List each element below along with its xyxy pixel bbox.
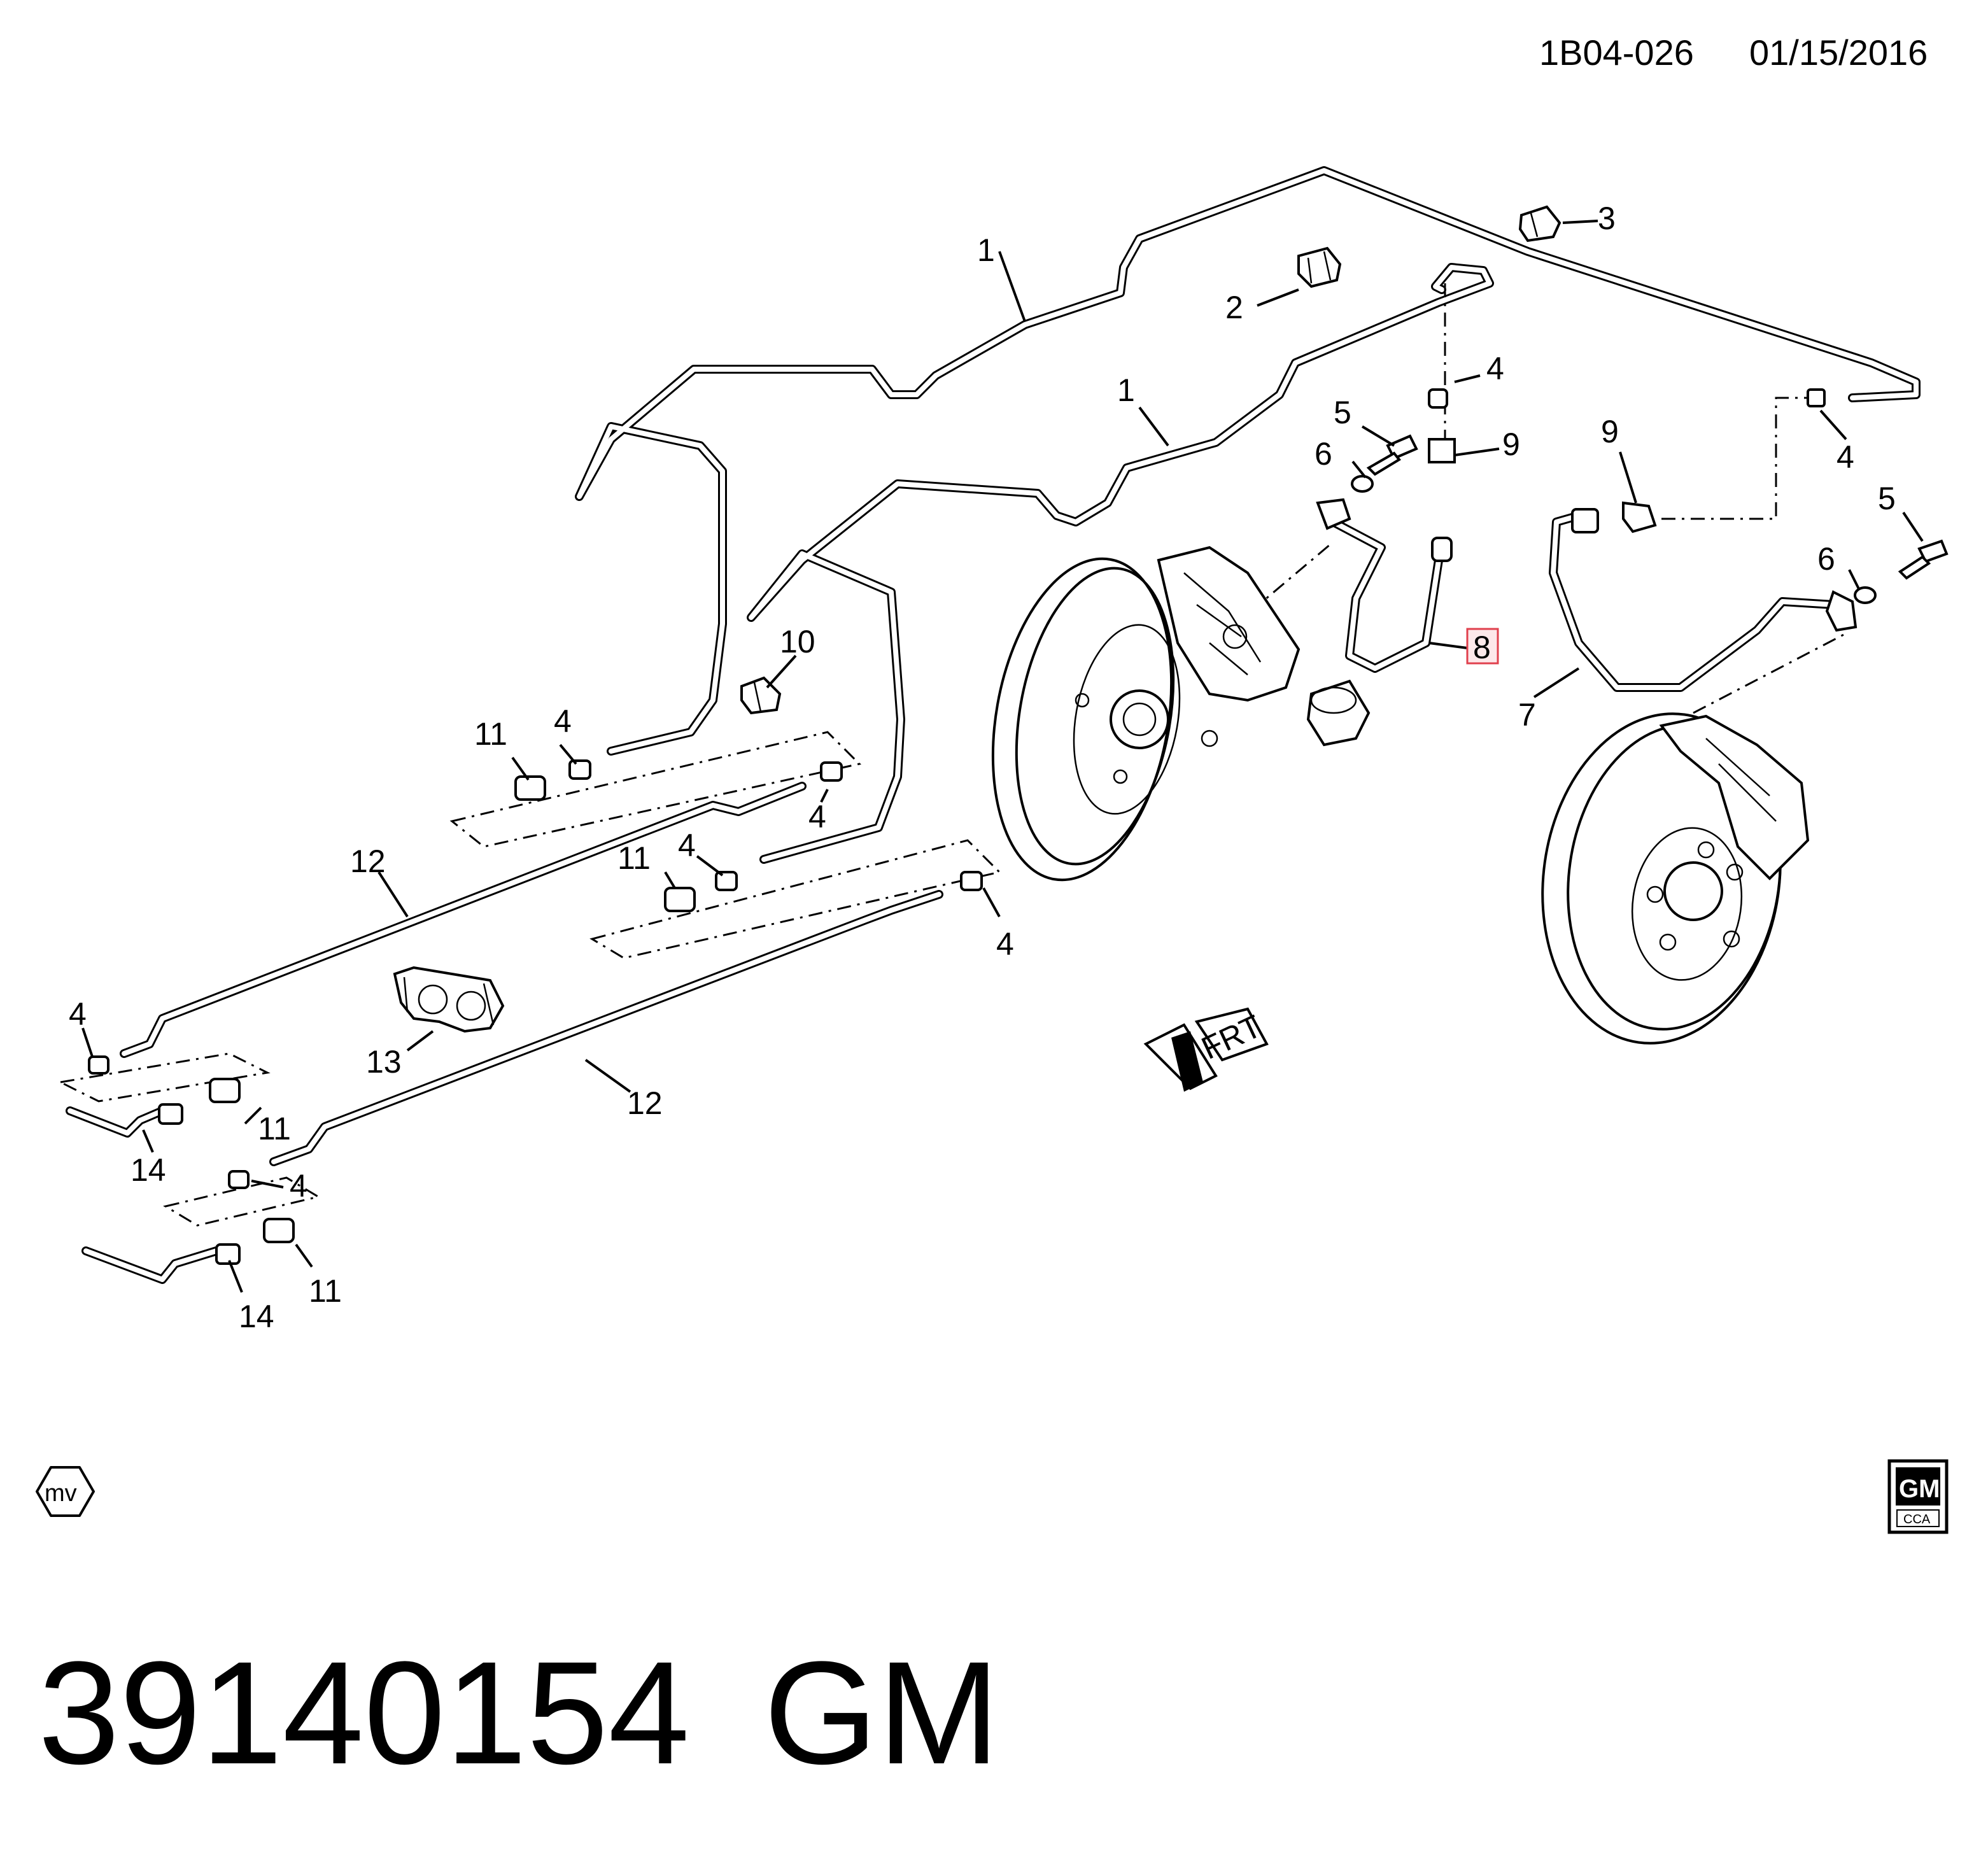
right-brake-assembly <box>1541 712 1810 1045</box>
callout-8-highlight <box>1466 628 1499 665</box>
assembly-guides <box>57 283 1847 1227</box>
svg-text:mv: mv <box>45 1480 77 1507</box>
fittings <box>88 388 1826 1265</box>
callout-9: 9 <box>1502 427 1520 462</box>
clip-10 <box>740 676 782 715</box>
callout-8: 8 <box>1473 630 1491 665</box>
washers <box>1351 438 1877 604</box>
callout-1: 1 <box>977 232 995 268</box>
callout-12: 12 <box>350 843 386 879</box>
callout-4: 4 <box>808 799 826 835</box>
callout-3: 3 <box>1598 201 1616 236</box>
left-brake-assembly <box>991 546 1371 882</box>
callout-11: 11 <box>617 840 651 876</box>
callout-4: 4 <box>1486 351 1504 386</box>
callout-10: 10 <box>780 624 815 659</box>
callout-4: 4 <box>290 1168 307 1204</box>
callout-4: 4 <box>678 828 696 863</box>
brake-pipe-12-lower <box>269 890 943 1166</box>
callout-1: 1 <box>1117 372 1135 408</box>
gm-cca-logo: GM CCA <box>1887 1459 1949 1534</box>
clip-3 <box>1518 205 1562 243</box>
brake-pipe-lower <box>747 263 1494 864</box>
callout-labels: 1 1 2 3 4 4 4 4 4 4 4 4 5 5 6 6 7 8 9 9 … <box>69 201 1896 1334</box>
brand-name: GM <box>764 1631 1000 1795</box>
callout-4: 4 <box>69 996 87 1032</box>
banjo-bolts <box>1366 434 1949 580</box>
callout-12: 12 <box>627 1085 663 1121</box>
callout-5: 5 <box>1878 481 1896 516</box>
brake-hose-7 <box>1549 508 1858 692</box>
callout-14: 14 <box>239 1299 274 1334</box>
pipe-retainer-13 <box>393 966 505 1033</box>
doc-date: 01/15/2016 <box>1749 32 1928 73</box>
front-direction-marker: FRT <box>1143 1007 1269 1092</box>
brake-pipe-14-lower <box>81 1246 221 1284</box>
callout-9: 9 <box>1601 414 1619 449</box>
mv-badge: mv <box>36 1466 95 1517</box>
part-number: 39140154 <box>38 1631 689 1795</box>
callout-14: 14 <box>130 1152 166 1188</box>
callout-6: 6 <box>1315 436 1332 472</box>
leader-lines <box>81 220 1924 1293</box>
svg-text:CCA: CCA <box>1903 1513 1931 1527</box>
callout-11: 11 <box>474 716 507 752</box>
callout-13: 13 <box>366 1044 402 1080</box>
callout-2: 2 <box>1225 290 1243 325</box>
callout-6: 6 <box>1817 541 1835 577</box>
callout-11: 11 <box>309 1273 342 1309</box>
brake-pipe-14-upper <box>66 1106 167 1138</box>
callout-5: 5 <box>1334 395 1351 430</box>
clip-2 <box>1297 246 1342 288</box>
callout-7: 7 <box>1518 697 1536 733</box>
doc-code: 1B04-026 <box>1539 32 1694 73</box>
callout-4: 4 <box>996 926 1014 962</box>
callout-11: 11 <box>258 1111 291 1146</box>
brake-pipe-12-upper <box>120 782 807 1058</box>
brake-hose-8 <box>1316 498 1453 673</box>
callout-4: 4 <box>554 703 572 739</box>
svg-text:GM: GM <box>1899 1475 1940 1503</box>
brake-pipe-upper <box>575 166 1921 756</box>
callout-4: 4 <box>1836 439 1854 475</box>
